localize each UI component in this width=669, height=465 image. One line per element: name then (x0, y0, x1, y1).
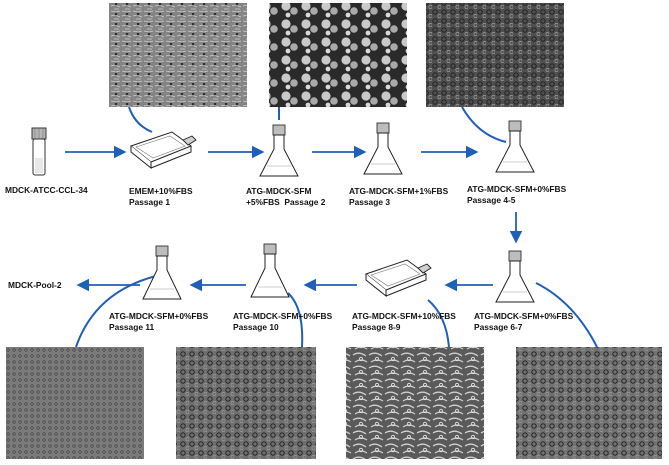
source-label: MDCK-ATCC-CCL-34 (5, 185, 88, 196)
stage-passage: +5%FBS Passage 2 (246, 197, 326, 207)
micrograph-passage-8-9 (346, 347, 484, 459)
stage-passage: Passage 6-7 (474, 322, 523, 332)
erlenmeyer-flask-icon (495, 120, 535, 173)
stage-label-passage-1: EMEM+10%FBS Passage 1 (129, 186, 193, 208)
stage-passage: Passage 3 (349, 197, 390, 207)
stage-medium: ATG-MDCK-SFM+0%FBS (109, 311, 209, 321)
source-name: MDCK-ATCC-CCL-34 (5, 185, 88, 195)
micrograph-passage-2 (269, 3, 407, 107)
stage-medium: ATG-MDCK-SFM+10%FBS (352, 311, 456, 321)
image-connectors (75, 106, 598, 348)
micrograph-passage-10 (176, 347, 316, 459)
culture-flask-icon (129, 131, 197, 170)
micrograph-passage-1 (109, 3, 247, 107)
stage-passage: Passage 10 (233, 322, 279, 332)
erlenmeyer-flask-icon (495, 250, 535, 303)
stage-medium: ATG-MDCK-SFM+1%FBS (349, 186, 449, 196)
stage-label-passage-11: ATG-MDCK-SFM+0%FBS Passage 11 (109, 311, 208, 333)
stage-passage: Passage 1 (129, 197, 170, 207)
flow-arrows (65, 145, 523, 292)
erlenmeyer-flask-icon (250, 243, 290, 298)
stage-passage: Passage 11 (109, 322, 155, 332)
stage-medium: ATG-MDCK-SFM+0%FBS (233, 311, 333, 321)
stage-medium: ATG-MDCK-SFM+0%FBS (467, 184, 567, 194)
micrograph-passage-6-7 (516, 347, 662, 459)
stage-label-passage-3: ATG-MDCK-SFM+1%FBS Passage 3 (349, 186, 448, 208)
stage-medium: ATG-MDCK-SFM (246, 186, 312, 196)
final-pool-name: MDCK-Pool-2 (8, 280, 62, 290)
stage-label-passage-8-9: ATG-MDCK-SFM+10%FBS Passage 8-9 (352, 311, 456, 333)
culture-flask-icon (364, 259, 432, 298)
stage-label-passage-10: ATG-MDCK-SFM+0%FBS Passage 10 (233, 311, 332, 333)
stage-passage: Passage 8-9 (352, 322, 401, 332)
erlenmeyer-flask-icon (142, 245, 182, 300)
micrograph-passage-11 (6, 347, 144, 459)
stage-medium: ATG-MDCK-SFM+0%FBS (474, 311, 574, 321)
micrograph-passage-4-5 (426, 3, 564, 107)
erlenmeyer-flask-icon (259, 124, 299, 177)
stage-passage: Passage 4-5 (467, 195, 516, 205)
erlenmeyer-flask-icon (363, 122, 403, 175)
source-vial-icon (31, 127, 47, 176)
stage-label-passage-2: ATG-MDCK-SFM +5%FBS Passage 2 (246, 186, 325, 208)
final-pool-label: MDCK-Pool-2 (8, 280, 62, 291)
stage-medium: EMEM+10%FBS (129, 186, 193, 196)
stage-label-passage-6-7: ATG-MDCK-SFM+0%FBS Passage 6-7 (474, 311, 573, 333)
stage-label-passage-4-5: ATG-MDCK-SFM+0%FBS Passage 4-5 (467, 184, 566, 206)
